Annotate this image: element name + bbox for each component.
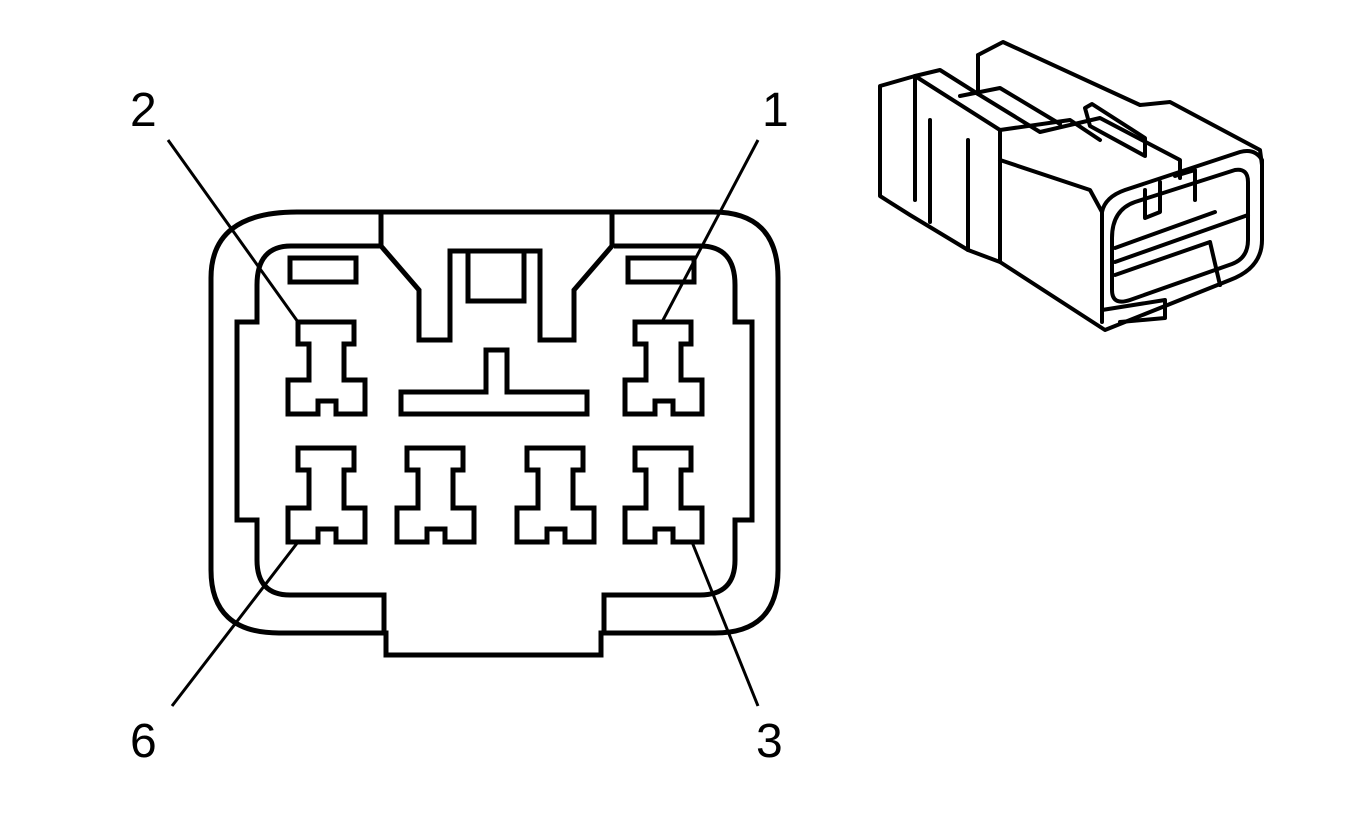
connector-isometric-view	[878, 40, 1264, 332]
top-slot-right	[625, 255, 697, 285]
leader-line-2	[166, 139, 300, 323]
latch-window	[465, 248, 527, 304]
connector-front-view	[166, 139, 781, 707]
latch-channel	[378, 212, 615, 343]
terminal-cavity-3	[622, 445, 705, 545]
callout-label-2: 2	[130, 84, 157, 137]
leader-line-3	[690, 541, 760, 707]
terminal-cavity-2	[285, 319, 368, 417]
iso-front-shell	[998, 128, 1264, 332]
leader-line-1	[660, 139, 760, 323]
iso-front-opening	[1110, 167, 1250, 304]
iso-latch-top	[913, 68, 1062, 126]
callout-label-6: 6	[130, 715, 157, 768]
iso-latch-slot	[1083, 102, 1147, 158]
callout-label-1: 1	[762, 84, 789, 137]
leader-line-6	[170, 541, 300, 707]
terminal-cavity-1	[622, 319, 705, 417]
iso-latch-arm	[976, 40, 1264, 180]
top-slot-left	[287, 255, 359, 285]
terminal-cavity-5	[394, 445, 477, 545]
terminal-cavity-6	[285, 445, 368, 545]
terminal-cavity-4	[514, 445, 597, 545]
iso-front-lower-rib	[1100, 298, 1167, 324]
center-key-rib	[398, 347, 590, 417]
iso-front-shell-top	[998, 118, 1104, 214]
callout-label-3: 3	[756, 715, 783, 768]
connector-inner-cavity	[234, 243, 755, 633]
iso-rear-block	[878, 74, 1002, 264]
iso-inner-rib	[1113, 210, 1250, 287]
connector-outer-shell	[208, 209, 781, 658]
iso-front-key	[1143, 168, 1197, 220]
